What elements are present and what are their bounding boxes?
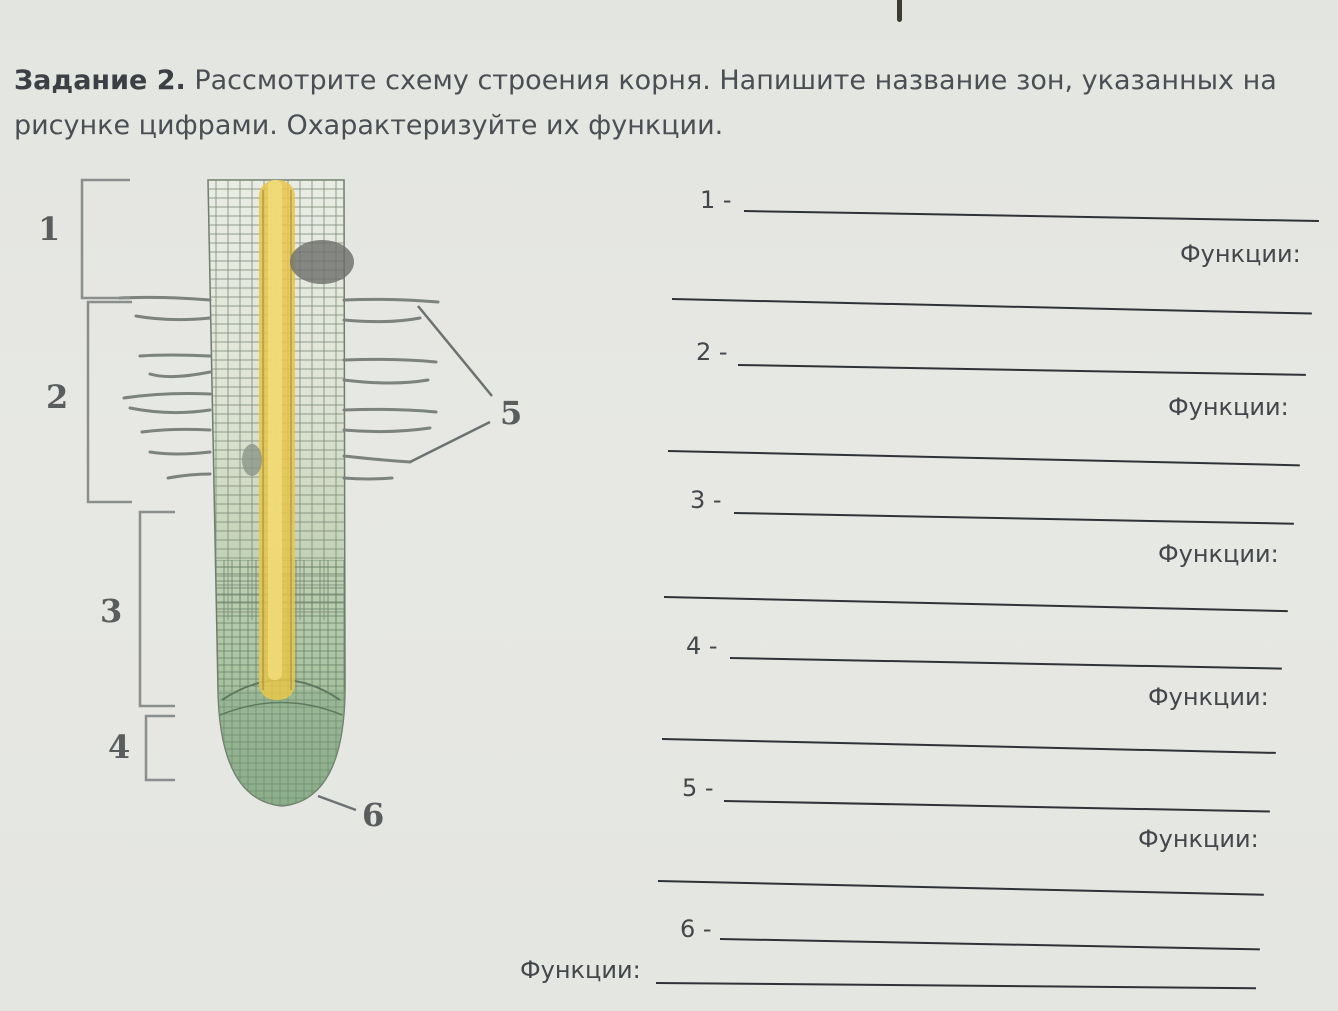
task-statement: Задание 2. Рассмотрите схему строения ко…: [14, 58, 1314, 148]
answer-6-name-line[interactable]: [719, 938, 1260, 951]
answer-5-functions-line[interactable]: [657, 880, 1264, 896]
answer-2-name-line[interactable]: [737, 364, 1306, 376]
zone-label-4: 4: [108, 728, 130, 766]
answer-6-functions-label: Функции:: [520, 956, 641, 984]
answer-1-functions-label: Функции:: [1180, 240, 1301, 268]
answer-6-functions-line[interactable]: [655, 982, 1256, 990]
answer-5-functions-label: Функции:: [1138, 825, 1259, 853]
root-structure-diagram: 1 2 3 4 5 6: [38, 178, 522, 834]
task-instructions: Рассмотрите схему строения корня. Напиши…: [14, 65, 1277, 141]
answer-6-number: 6 -: [680, 915, 712, 943]
answer-4-number: 4 -: [686, 632, 718, 660]
answer-4-functions-label: Функции:: [1148, 683, 1269, 711]
answer-3-functions-line[interactable]: [663, 596, 1288, 613]
root-cap-label: 6: [362, 796, 384, 834]
answer-1-number: 1 -: [700, 186, 732, 214]
leader-lines: [317, 305, 493, 812]
answer-5-number: 5 -: [682, 774, 714, 802]
answer-3-functions-label: Функции:: [1158, 540, 1279, 568]
task-number: Задание 2.: [14, 65, 186, 96]
answer-3-number: 3 -: [690, 486, 722, 514]
answer-1-name-line[interactable]: [743, 210, 1319, 223]
root-hair-label: 5: [500, 394, 522, 432]
answer-4-name-line[interactable]: [729, 657, 1282, 670]
zone-brackets: [80, 178, 175, 782]
answer-2-number: 2 -: [696, 338, 728, 366]
zone-label-3: 3: [100, 592, 122, 630]
answer-5-name-line[interactable]: [723, 800, 1270, 813]
answer-2-functions-line[interactable]: [667, 450, 1300, 467]
stele: [259, 180, 295, 700]
answer-4-functions-line[interactable]: [661, 738, 1276, 754]
zone-label-1: 1: [38, 210, 60, 248]
answer-2-functions-label: Функции:: [1168, 393, 1289, 421]
pen-mark: [897, 0, 902, 22]
lateral-root-primordium: [242, 240, 354, 476]
answer-1-functions-line[interactable]: [671, 298, 1312, 315]
answer-3-name-line[interactable]: [733, 512, 1294, 525]
zone-label-2: 2: [46, 378, 68, 416]
